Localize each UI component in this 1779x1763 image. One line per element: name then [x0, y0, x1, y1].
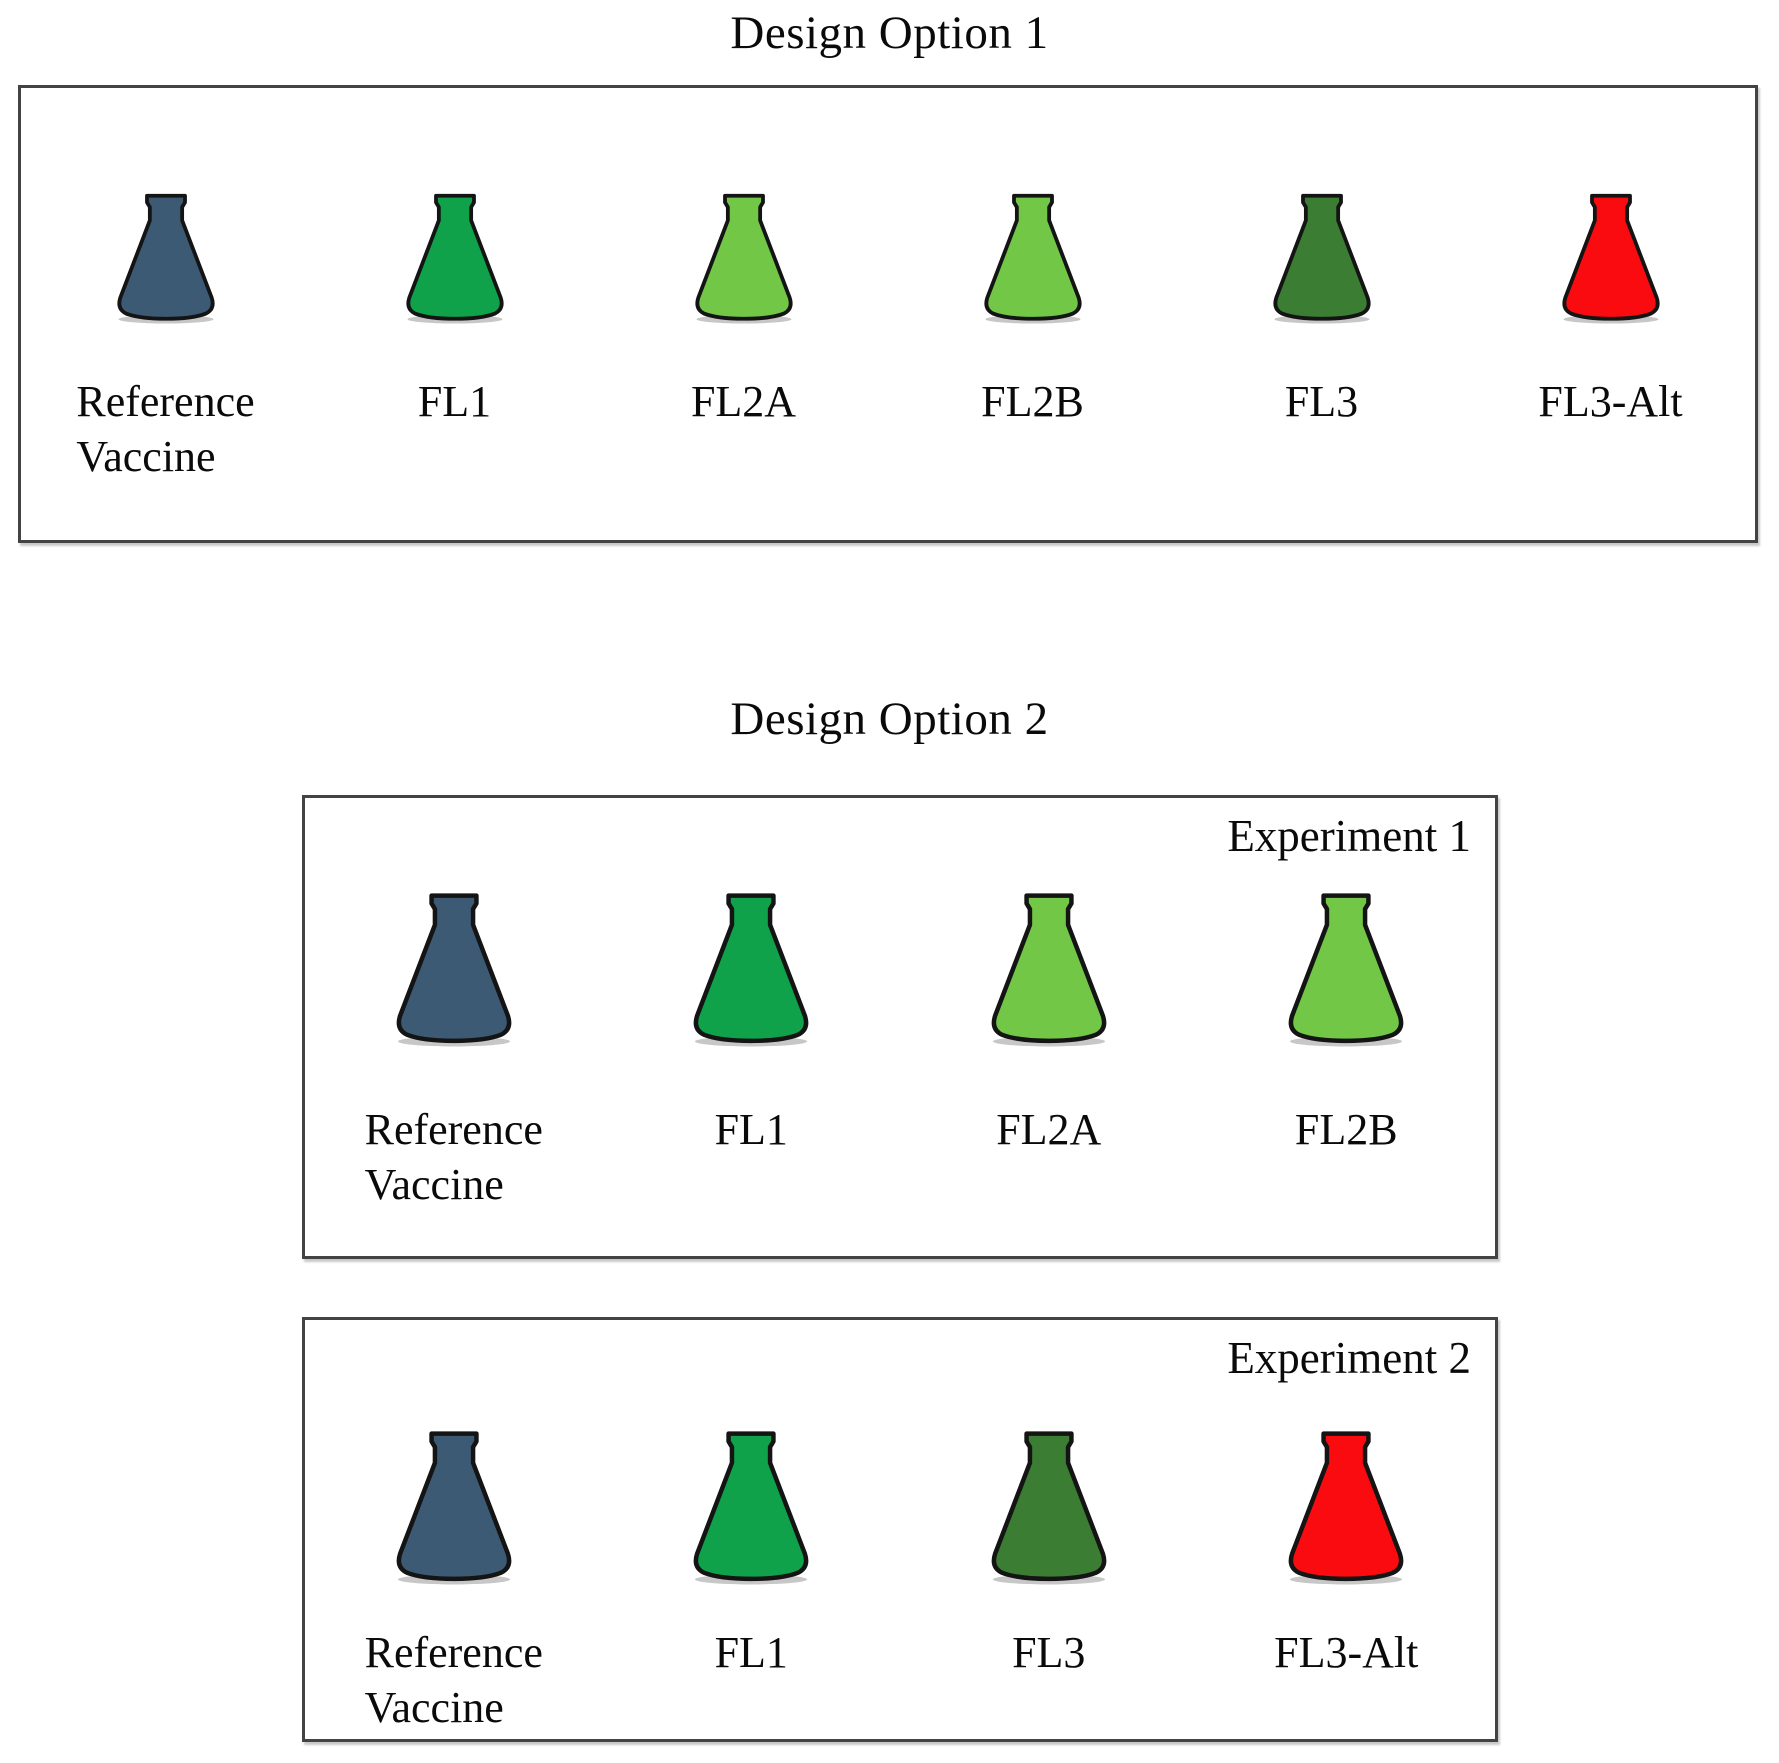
- experiment-2-label: Experiment 2: [1227, 1333, 1471, 1383]
- flask-icon: [1288, 1431, 1404, 1585]
- flask-label: FL3-Alt: [1274, 1628, 1419, 1677]
- flask-item-fl3-alt: FL3-Alt: [1466, 88, 1755, 540]
- flask-label-line2: Vaccine: [76, 432, 216, 481]
- flask-label: FL2B: [981, 377, 1084, 426]
- flask-icon: [396, 893, 512, 1047]
- flask-label: FL1: [417, 377, 492, 426]
- flask-icon: [983, 193, 1082, 324]
- flask-item-fl1: FL1: [603, 798, 901, 1256]
- flask-label: Reference Vaccine: [365, 1102, 543, 1212]
- flask-label: FL3-Alt: [1538, 377, 1683, 426]
- flask-label-line1: Reference: [364, 1628, 543, 1677]
- flask-item-reference-vaccine: Reference Vaccine: [305, 798, 603, 1256]
- flask-icon: [1288, 893, 1404, 1047]
- figure-title-design-option-2: Design Option 2: [730, 693, 1049, 745]
- flask-icon: [1272, 193, 1371, 324]
- design-option-1-flask-row: Reference Vaccine FL1 FL2A: [21, 88, 1755, 540]
- flask-icon: [396, 1431, 512, 1585]
- flask-label: FL3: [1012, 1628, 1086, 1677]
- flask-label: FL2A: [690, 377, 797, 426]
- flask-label: FL1: [714, 1105, 788, 1154]
- flask-label-line2: Vaccine: [364, 1160, 504, 1209]
- flask-label: Reference Vaccine: [365, 1625, 543, 1735]
- flask-item-fl2a: FL2A: [599, 88, 888, 540]
- flask-label-lines: Reference Vaccine: [76, 374, 254, 484]
- flask-icon: [1561, 193, 1660, 324]
- flask-icon: [991, 893, 1107, 1047]
- flask-label-lines: Reference Vaccine: [365, 1102, 543, 1212]
- experiment-2-flask-row: Reference Vaccine FL1 FL3 F: [305, 1320, 1495, 1739]
- experiment-1-flask-row: Reference Vaccine FL1 FL2A: [305, 798, 1495, 1256]
- flask-item-reference-vaccine: Reference Vaccine: [305, 1320, 603, 1739]
- figure-title-design-option-1: Design Option 1: [730, 7, 1049, 59]
- flask-label-line1: Reference: [76, 377, 255, 426]
- flask-item-reference-vaccine: Reference Vaccine: [21, 88, 310, 540]
- flask-label: FL2B: [1294, 1105, 1398, 1154]
- flask-icon: [116, 193, 215, 324]
- experiment-2-box: Experiment 2 Reference Vaccine FL1: [302, 1317, 1498, 1742]
- flask-label: Reference Vaccine: [76, 374, 254, 484]
- experiment-1-box: Experiment 1 Reference Vaccine FL1: [302, 795, 1498, 1259]
- flask-label: FL2A: [996, 1105, 1102, 1154]
- flask-label: FL3: [1284, 377, 1359, 426]
- experiment-1-label: Experiment 1: [1227, 811, 1471, 861]
- flask-item-fl2b: FL2B: [888, 88, 1177, 540]
- flask-icon: [693, 893, 809, 1047]
- flask-label-line1: Reference: [364, 1105, 543, 1154]
- flask-label-line2: Vaccine: [364, 1683, 504, 1732]
- flask-icon: [693, 1431, 809, 1585]
- flask-item-fl3: FL3: [1177, 88, 1466, 540]
- flask-item-fl3: FL3: [900, 1320, 1198, 1739]
- design-option-1-box: Reference Vaccine FL1 FL2A: [18, 85, 1758, 543]
- flask-item-fl1: FL1: [603, 1320, 901, 1739]
- flask-item-fl2a: FL2A: [900, 798, 1198, 1256]
- flask-icon: [694, 193, 793, 324]
- flask-item-fl1: FL1: [310, 88, 599, 540]
- flask-label-lines: Reference Vaccine: [365, 1625, 543, 1735]
- flask-label: FL1: [714, 1628, 788, 1677]
- flask-icon: [991, 1431, 1107, 1585]
- flask-item-fl3-alt: FL3-Alt: [1198, 1320, 1496, 1739]
- flask-icon: [405, 193, 504, 324]
- flask-item-fl2b: FL2B: [1198, 798, 1496, 1256]
